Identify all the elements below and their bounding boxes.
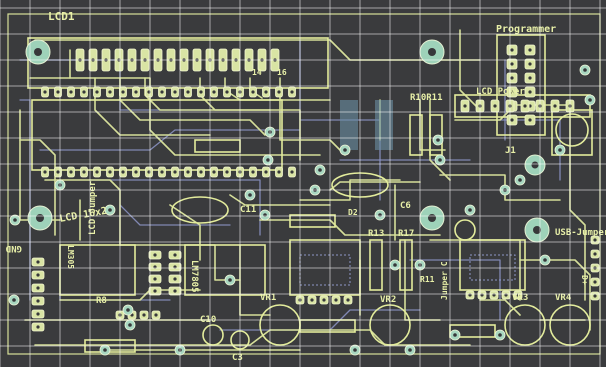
regulator-outline xyxy=(184,244,266,296)
label-usb-jumper: USB-Jumper xyxy=(555,228,606,238)
label-r11: R11 xyxy=(420,275,435,284)
label-vr1: VR1 xyxy=(260,293,276,303)
label-jumper-c: Jumper C xyxy=(440,261,449,300)
mcu-pads xyxy=(41,86,296,178)
label-r13: R13 xyxy=(368,229,384,239)
label-programmer: Programmer xyxy=(496,24,556,35)
label-lcd-jumper: LCD Jumper xyxy=(88,180,98,235)
vr3-outline xyxy=(504,304,546,346)
label-lcd-pin-16: 16 xyxy=(277,68,287,77)
relay2-outline xyxy=(459,239,526,291)
mounting-holes xyxy=(25,39,550,243)
label-lm-small: LM305 xyxy=(66,245,75,269)
label-c6: C6 xyxy=(400,201,411,211)
label-vr2: VR2 xyxy=(380,295,396,305)
label-c3: C3 xyxy=(232,353,243,363)
crystal-outline xyxy=(171,196,229,224)
silkscreen-labels: LCD1 Programmer 14 16 J1 R10R11 LCD Powe… xyxy=(5,10,606,363)
r10-outline xyxy=(409,114,423,156)
mcu-outline xyxy=(31,99,283,171)
label-vr4: VR4 xyxy=(555,293,572,303)
label-d2: D2 xyxy=(348,208,358,217)
label-plus: D+ xyxy=(580,275,589,285)
label-lcd-power: LCD Power xyxy=(476,87,525,97)
r11-outline xyxy=(429,114,443,156)
r13-outline xyxy=(369,239,383,291)
switch-outline xyxy=(555,113,589,147)
label-c11: C11 xyxy=(240,205,256,215)
c10-outline xyxy=(202,324,224,346)
label-lcd-pin-14: 14 xyxy=(252,68,262,77)
label-r17: R17 xyxy=(398,229,414,239)
label-lm7805: LM7805 xyxy=(189,260,199,293)
lcd-power-header-outline xyxy=(454,94,591,118)
label-r10-r11: R10R11 xyxy=(410,93,443,103)
programmer-header-outline xyxy=(496,34,546,136)
label-vr3: VR3 xyxy=(512,293,528,303)
label-gnd: GND xyxy=(5,243,22,253)
label-r8: R8 xyxy=(96,296,107,306)
label-lcd1: LCD1 xyxy=(48,10,75,23)
resistor2-outline xyxy=(289,214,336,228)
capacitor-outline xyxy=(454,219,476,241)
